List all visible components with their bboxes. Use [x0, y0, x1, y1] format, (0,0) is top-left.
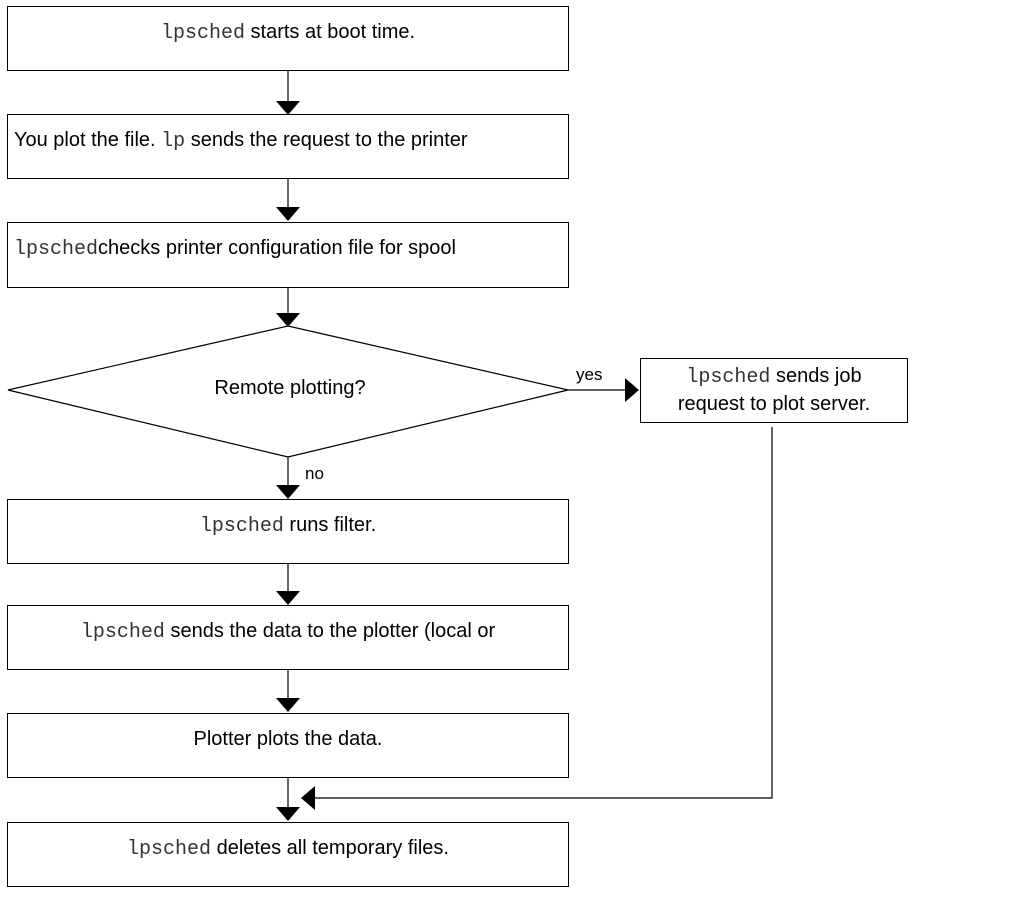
step-run-filter-text: runs filter.: [283, 514, 377, 536]
step-plot-file-pre: You plot the file.: [14, 129, 162, 151]
decision-label: Remote plotting?: [214, 377, 366, 399]
step-boot: lpsched starts at boot time.: [7, 6, 569, 71]
step-send-data-code: lpsched: [80, 621, 165, 644]
step-plot-file: You plot the file. lp sends the request …: [7, 114, 569, 179]
step-send-data-text: sends the data to the plotter (local or: [164, 620, 496, 642]
remote-send-box: lpsched sends job request to plot server…: [640, 358, 908, 423]
step-boot-text: starts at boot time.: [244, 21, 416, 43]
remote-return-path: [301, 427, 773, 810]
yes-label: yes: [576, 365, 603, 384]
remote-code: lpsched: [686, 366, 771, 389]
step-delete-files-code: lpsched: [127, 838, 212, 861]
step-delete-files-text: deletes all temporary files.: [211, 837, 449, 859]
step-delete-files: lpsched deletes all temporary files.: [7, 822, 569, 887]
step-run-filter-code: lpsched: [199, 515, 284, 538]
step-run-filter: lpsched runs filter.: [7, 499, 569, 564]
remote-line1: sends job: [770, 365, 862, 387]
step-check-config: lpschedchecks printer configuration file…: [7, 222, 569, 288]
remote-line2: request to plot server.: [677, 393, 871, 415]
step-check-config-code: lpsched: [14, 238, 99, 261]
step-boot-code: lpsched: [160, 22, 245, 45]
step-plot-data: Plotter plots the data.: [7, 713, 569, 778]
step-plot-file-code: lp: [161, 130, 186, 153]
step-check-config-text: checks printer configuration file for sp…: [98, 237, 456, 259]
step-send-data: lpsched sends the data to the plotter (l…: [7, 605, 569, 670]
step-plot-data-text: Plotter plots the data.: [193, 728, 383, 750]
step-plot-file-text: sends the request to the printer: [185, 129, 468, 151]
no-label: no: [305, 464, 324, 483]
